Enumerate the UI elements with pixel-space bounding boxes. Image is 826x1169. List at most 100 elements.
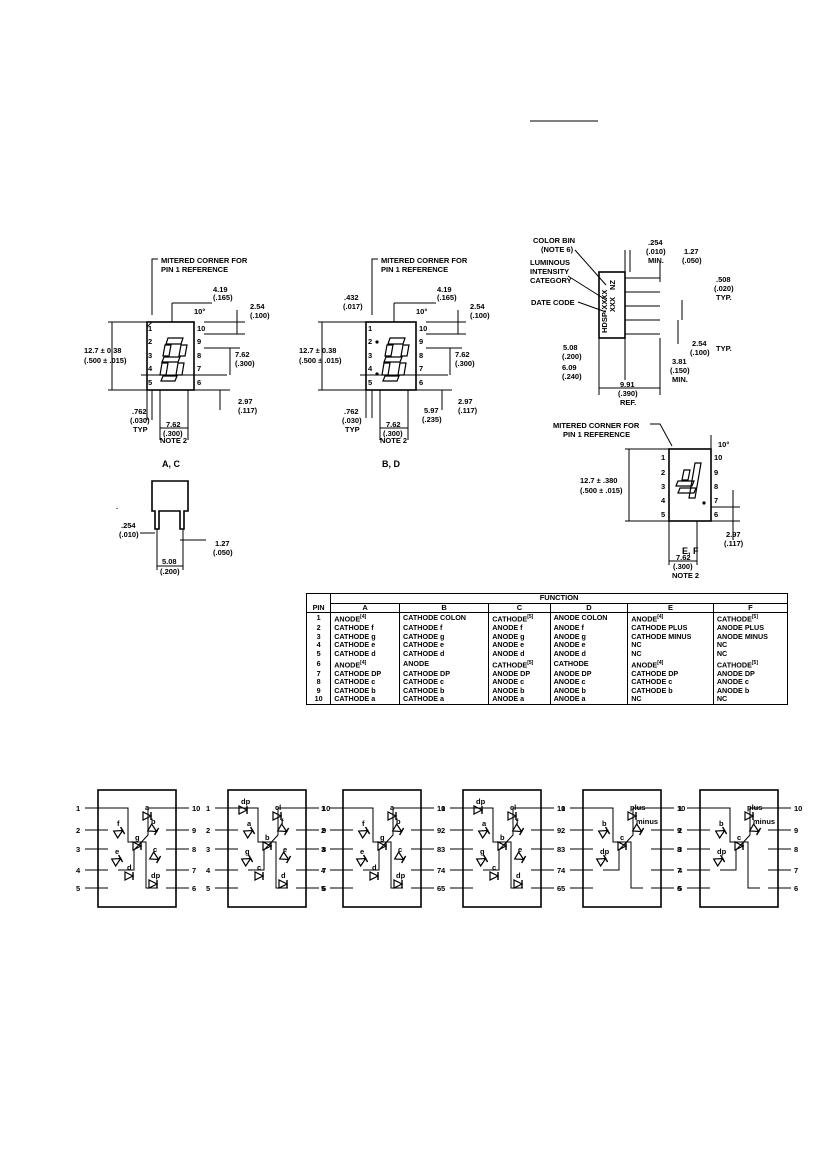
- diode-symbol: [511, 822, 525, 836]
- svg-text:(.300): (.300): [673, 562, 693, 571]
- pin-label: 1: [76, 804, 80, 813]
- pin-label: 2: [678, 826, 682, 835]
- side-view-marking: COLOR BIN (NOTE 6) LUMINOUS INTENSITY CA…: [530, 236, 734, 407]
- pin-label: 6: [794, 884, 798, 893]
- pin-label: 3: [441, 845, 445, 854]
- svg-text:2: 2: [148, 337, 152, 346]
- segment-label: dp: [717, 847, 727, 856]
- svg-text:LUMINOUS: LUMINOUS: [530, 258, 570, 267]
- svg-text:2.97: 2.97: [726, 530, 741, 539]
- diode-symbol: [714, 826, 728, 840]
- pin-label: 2: [76, 826, 80, 835]
- svg-text:6: 6: [197, 378, 201, 387]
- pin-number-cell: 3: [305, 632, 332, 642]
- svg-text:(.117): (.117): [458, 406, 478, 415]
- function-cell: ANODE c: [712, 678, 789, 687]
- diode-symbol: [148, 850, 162, 864]
- svg-text:(.200): (.200): [562, 352, 582, 361]
- diode-symbol: [240, 854, 254, 868]
- segment-label: g: [480, 847, 485, 856]
- diode-symbol: [393, 850, 407, 864]
- function-cell: ANODE e: [488, 641, 551, 650]
- svg-text:(.017): (.017): [343, 302, 363, 311]
- svg-text:2.97: 2.97: [458, 397, 473, 406]
- diode-symbol: [513, 879, 524, 889]
- segment-label: minus: [636, 817, 658, 826]
- pin-label: 5: [76, 884, 80, 893]
- svg-text:3: 3: [368, 351, 372, 360]
- svg-text:10: 10: [419, 324, 427, 333]
- diode-symbol: [597, 826, 611, 840]
- pin-label: 3: [76, 845, 80, 854]
- segment-label: d: [372, 863, 377, 872]
- svg-text:10: 10: [714, 453, 722, 462]
- svg-text:12.7 ± 0.38: 12.7 ± 0.38: [84, 346, 121, 355]
- pin-label: 4: [76, 866, 81, 875]
- diode-symbol: [489, 871, 500, 881]
- col-header: B: [399, 602, 490, 614]
- diode-symbol: [142, 811, 153, 821]
- svg-text:8: 8: [714, 482, 718, 491]
- svg-text:(.500 ± .015): (.500 ± .015): [580, 486, 623, 495]
- svg-text:.508: .508: [716, 275, 731, 284]
- pin-label: 9: [794, 826, 798, 835]
- svg-text:1.27: 1.27: [215, 539, 230, 548]
- ac-package-outline: [146, 321, 195, 391]
- svg-text:5: 5: [148, 378, 152, 387]
- svg-text:.762: .762: [344, 407, 359, 416]
- svg-text:7.62: 7.62: [676, 553, 691, 562]
- svg-text:(.100): (.100): [690, 348, 710, 357]
- col-header: C: [488, 602, 551, 614]
- pin-label: 9: [677, 826, 681, 835]
- pin-label: 6: [322, 884, 326, 893]
- segment-label: f: [362, 819, 365, 828]
- svg-text:4.19: 4.19: [213, 285, 228, 294]
- svg-text:8: 8: [197, 351, 201, 360]
- svg-text:3: 3: [661, 482, 665, 491]
- function-cell: NC: [712, 649, 789, 659]
- col-header: D: [549, 602, 629, 614]
- diode-symbol: [276, 822, 290, 836]
- pin-label: 2: [321, 826, 325, 835]
- function-cell: CATHODE[5]: [712, 612, 789, 625]
- pin-label: 10: [322, 804, 330, 813]
- pin-label: 5: [206, 884, 210, 893]
- function-header: FUNCTION: [330, 593, 788, 604]
- segment-label: a: [145, 803, 150, 812]
- svg-text:(.100): (.100): [250, 311, 270, 320]
- function-cell: ANODE DP: [488, 669, 551, 679]
- svg-text:(.235): (.235): [422, 415, 442, 424]
- svg-text:(.300): (.300): [455, 359, 475, 368]
- segment-label: dp: [476, 797, 486, 806]
- svg-text:7.62: 7.62: [235, 350, 250, 359]
- pin-number-cell: 9: [305, 686, 332, 696]
- diode-symbol: [477, 826, 491, 840]
- pin-label: 9: [557, 826, 561, 835]
- diode-symbol: [278, 879, 289, 889]
- pin-label: 2: [206, 826, 210, 835]
- segment-label: c: [737, 833, 741, 842]
- segment-label: c: [153, 845, 157, 854]
- diode-symbol: [475, 854, 489, 868]
- pin-number-cell: 2: [305, 624, 332, 633]
- diode-symbol: [148, 879, 159, 889]
- diode-symbol: [748, 822, 762, 836]
- svg-text:9: 9: [714, 468, 718, 477]
- svg-text:5: 5: [368, 378, 372, 387]
- svg-text:5: 5: [661, 510, 665, 519]
- function-cell: ANODE DP: [712, 669, 789, 679]
- col-header: E: [627, 602, 714, 614]
- svg-text:NOTE 2: NOTE 2: [380, 436, 407, 445]
- svg-text:12.7 ± .380: 12.7 ± .380: [580, 476, 617, 485]
- svg-text:(.390): (.390): [618, 389, 638, 398]
- svg-text:12.7 ± 0.38: 12.7 ± 0.38: [299, 346, 336, 355]
- segment-label: dp: [241, 797, 251, 806]
- segment-label: cl: [510, 803, 516, 812]
